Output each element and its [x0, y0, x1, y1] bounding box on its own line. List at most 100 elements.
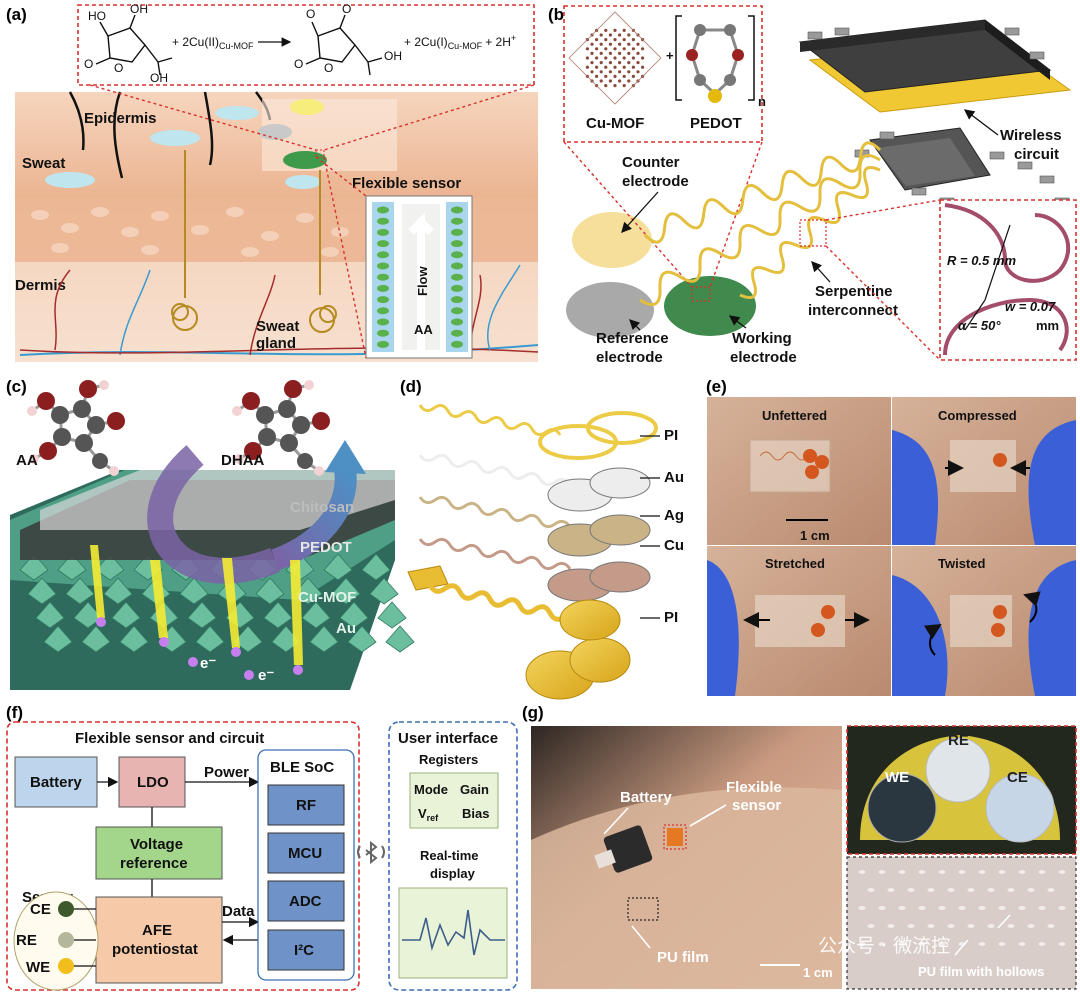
atom: [312, 412, 330, 430]
hollow: [1058, 942, 1066, 946]
hollow: [907, 888, 915, 892]
we-electrode-photo: [867, 773, 937, 843]
panel-c-label: (c): [6, 377, 27, 396]
layer-trace: [418, 495, 572, 529]
zoom-line-1: [315, 156, 367, 197]
lattice-node: [595, 47, 599, 51]
mof-crystal: [377, 601, 407, 629]
layer-pad: [559, 599, 621, 641]
layer-trace: [427, 583, 583, 622]
layer-label: Cu: [664, 537, 684, 554]
chip: [834, 27, 850, 36]
sweat-ducts: [171, 150, 337, 333]
mof-crystal: [309, 625, 339, 653]
label-counter-2: electrode: [622, 173, 689, 190]
hollow: [978, 906, 986, 910]
cell-dot: [451, 296, 463, 304]
pedot-structure: [675, 15, 755, 103]
lattice-node: [608, 51, 613, 56]
ble-soc-label: BLE SoC: [270, 759, 334, 776]
cell-dot: [377, 251, 389, 259]
lattice-node: [590, 42, 594, 46]
panel-e-label: (e): [706, 377, 727, 396]
label-flexible-g-1: Flexible: [726, 779, 782, 796]
mof-crystal: [81, 625, 111, 653]
lattice-node: [627, 79, 631, 83]
chip: [911, 187, 927, 196]
lattice-node: [608, 61, 613, 65]
circuit-title: Flexible sensor and circuit: [75, 730, 264, 747]
we-label: WE: [26, 959, 50, 976]
cell-dot: [451, 240, 463, 248]
reaction-arrow-curve: [147, 445, 280, 584]
label-reference-2: electrode: [596, 349, 663, 366]
ldo-block: [118, 756, 186, 808]
reaction-right-sup: +: [511, 33, 516, 43]
lattice-node: [636, 70, 640, 74]
atom: [242, 392, 260, 410]
zoom-line-b1: [563, 141, 693, 288]
lattice-node: [622, 84, 626, 88]
wireless-circuit-stack: [798, 19, 1072, 191]
zoom-line-b3: [825, 199, 941, 221]
lattice-node: [599, 79, 603, 83]
lattice-node: [618, 51, 622, 56]
label-working-1: Working: [732, 330, 792, 347]
lattice-node: [595, 65, 599, 69]
label-compressed: Compressed: [938, 408, 1017, 423]
atom: [92, 453, 108, 469]
label-working-2: electrode: [730, 349, 797, 366]
reaction-right-tail: + 2H: [485, 35, 511, 49]
lattice-node: [599, 33, 603, 37]
dhaa-structure: [305, 14, 383, 76]
label-pedot: PEDOT: [690, 115, 742, 132]
photo-unfettered: [707, 397, 891, 545]
cell-dot: [451, 318, 463, 326]
chem-label: O: [342, 2, 351, 16]
chitosan-layer: [40, 470, 395, 530]
panel-a: (a) HO OH O O OH + 2Cu(II)Cu-MOF: [6, 2, 539, 362]
photo-twisted: [892, 546, 1076, 696]
hollow-dots: [858, 870, 1066, 946]
hollow: [898, 870, 906, 874]
chem-label: OH: [150, 71, 168, 85]
cu-mof-lattice: [568, 11, 662, 105]
lattice-node: [641, 47, 645, 51]
label-radius: R = 0.5 mm: [947, 253, 1016, 268]
chip: [1029, 51, 1045, 60]
layer-label: PI: [664, 427, 678, 444]
cell-dot: [451, 273, 463, 281]
plus-sign: +: [666, 48, 674, 63]
lattice-node: [613, 28, 617, 32]
sensor-g-arrow: [689, 804, 727, 827]
vref-sub: ref: [427, 813, 440, 823]
ce-electrode-photo: [985, 773, 1055, 843]
watermark-text: 公众号 · 微流控: [818, 935, 950, 957]
registers-box: [409, 772, 499, 829]
label-we-g: WE: [885, 769, 909, 786]
layer-pad: [589, 514, 651, 546]
dhaa-molecule: [232, 380, 330, 476]
lattice-node: [622, 65, 626, 69]
hollow: [867, 888, 875, 892]
hollow: [898, 942, 906, 946]
chem-label: OH: [130, 2, 148, 16]
lattice-node: [627, 61, 631, 65]
hollow: [978, 942, 986, 946]
re-dot: [58, 932, 74, 948]
ldo-label: LDO: [137, 774, 169, 791]
lattice-node: [604, 38, 608, 42]
hollow: [858, 870, 866, 874]
atom: [107, 412, 125, 430]
label-dhaa: DHAA: [221, 452, 264, 469]
label-scale-g: 1 cm: [803, 965, 833, 980]
chem-label: HO: [88, 9, 106, 23]
hollow: [878, 942, 886, 946]
flow-cell-dots: [377, 206, 463, 348]
hollow: [938, 906, 946, 910]
lattice-node: [627, 70, 631, 74]
mof-crystal: [119, 625, 149, 653]
battery-g-arrow: [603, 807, 629, 835]
serpentine-trace: [639, 153, 881, 307]
